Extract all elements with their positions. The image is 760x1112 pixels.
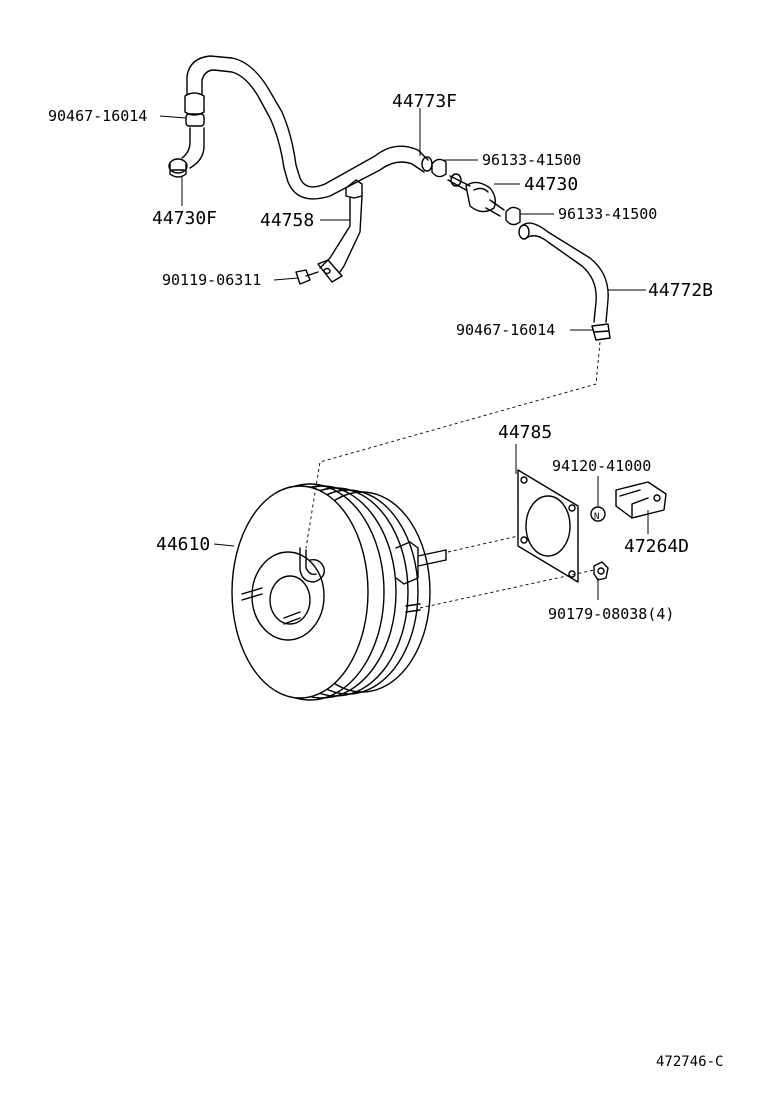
brake-booster-44610 xyxy=(231,483,447,701)
diagram-reference-code: 472746-C xyxy=(656,1054,723,1070)
clevis-47264D xyxy=(615,481,667,519)
label-44758: 44758 xyxy=(260,210,314,231)
dash-stud-lower xyxy=(419,569,595,609)
label-96133-41500-bottom: 96133-41500 xyxy=(558,205,657,223)
label-47264D: 47264D xyxy=(624,536,689,557)
dash-stud-upper xyxy=(447,535,519,553)
label-90467-16014-top: 90467-16014 xyxy=(48,107,147,125)
check-valve-44730F xyxy=(168,127,205,178)
label-94120-41000: 94120-41000 xyxy=(552,457,651,475)
label-90179-08038: 90179-08038(4) xyxy=(548,605,674,623)
dash-hose-to-booster xyxy=(305,341,601,549)
hose-bracket-44758 xyxy=(317,179,363,283)
label-44785: 44785 xyxy=(498,422,552,443)
hose-clamp-96133-bottom xyxy=(505,206,521,226)
nut-90179 xyxy=(593,561,609,581)
vacuum-hose-44772B xyxy=(518,222,609,323)
vacuum-hose-44773F xyxy=(184,55,433,200)
bolt-90119 xyxy=(295,269,319,285)
leader-lines xyxy=(159,108,649,600)
hose-clip-90467-top xyxy=(185,113,205,127)
label-96133-41500-top: 96133-41500 xyxy=(482,151,581,169)
hose-clip-90467-bottom xyxy=(591,323,611,341)
label-44730: 44730 xyxy=(524,174,578,195)
label-44773F: 44773F xyxy=(392,91,457,112)
label-44772B: 44772B xyxy=(648,280,713,301)
hose-clamp-96133-top xyxy=(431,158,447,178)
nut-94120: N xyxy=(590,506,606,522)
label-44610: 44610 xyxy=(156,534,210,555)
gasket-44785 xyxy=(517,469,579,583)
label-44730F: 44730F xyxy=(152,208,217,229)
label-90467-16014-bottom: 90467-16014 xyxy=(456,321,555,339)
svg-text:N: N xyxy=(594,512,599,522)
label-90119-06311: 90119-06311 xyxy=(162,271,261,289)
check-valve-44730 xyxy=(447,173,505,217)
